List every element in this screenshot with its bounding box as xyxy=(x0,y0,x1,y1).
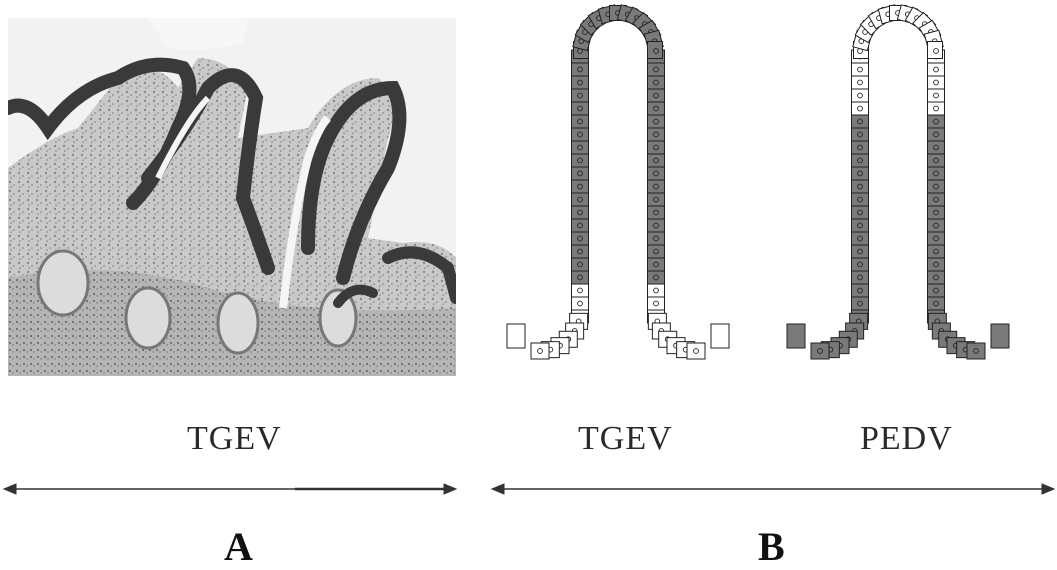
villus-pedv xyxy=(787,5,1009,359)
caption-tgev-villus: TGEV xyxy=(578,420,673,458)
span-arrows xyxy=(0,470,1057,510)
villus-tgev xyxy=(507,5,729,359)
arrow-panel-a xyxy=(4,484,456,494)
villus-schematic xyxy=(480,0,1057,400)
caption-pedv-villus: PEDV xyxy=(860,420,953,458)
caption-panel-a: TGEV xyxy=(187,420,282,458)
histology-micrograph xyxy=(8,18,456,376)
arrow-panel-b xyxy=(492,484,1054,494)
